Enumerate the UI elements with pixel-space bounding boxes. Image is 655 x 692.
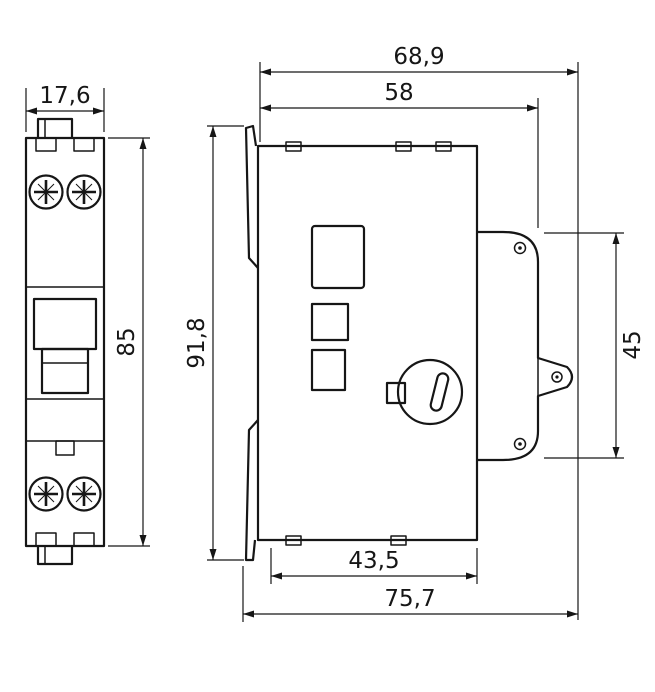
- side-faceplate-outline: [477, 230, 574, 462]
- fixing-ear-hole-bottom: [513, 437, 527, 451]
- adjustment-dial: [396, 358, 464, 426]
- marking-field-1: [310, 302, 350, 342]
- dial-side-tab: [385, 381, 407, 405]
- dim-overall-depth-lines: [242, 566, 578, 622]
- dim-label-base-depth: 43,5: [348, 548, 399, 574]
- din-clip-bottom: [244, 419, 259, 562]
- front-bottom-notch: [55, 440, 75, 456]
- dim-front-width: 17,6: [25, 83, 105, 132]
- dim-label-overall-depth: 75,7: [384, 586, 435, 612]
- dim-label-total-height: 91,8: [184, 317, 210, 368]
- dim-overall-depth: 75,7: [242, 566, 578, 622]
- dim-top-depth-lines: [259, 62, 579, 620]
- vent-notch-top-3: [435, 141, 452, 152]
- dim-top-depth: 68,9: [259, 44, 579, 620]
- dim-faceplate-height-lines: [544, 232, 624, 459]
- dim-total-height-lines: [207, 125, 244, 561]
- label-window: [310, 224, 366, 290]
- vent-notch-bottom-1: [285, 535, 302, 546]
- side-body-outline: [256, 144, 479, 542]
- dim-label-front-width: 17,6: [39, 83, 90, 109]
- side-view: [244, 124, 574, 562]
- dim-base-depth: 43,5: [270, 548, 478, 584]
- fixing-ear-hole-top-center: [518, 246, 522, 250]
- switch-lever: [40, 347, 90, 395]
- terminal-slot-bottom-right: [73, 532, 95, 547]
- dial-slot: [429, 372, 450, 412]
- terminal-slot-top-right: [73, 137, 95, 152]
- screw-top-left-icon: [28, 174, 64, 210]
- dim-label-front-height: 85: [114, 327, 140, 356]
- front-view: [24, 117, 106, 566]
- marking-field-2: [310, 348, 347, 392]
- fixing-ear-hole-bottom-center: [518, 442, 522, 446]
- dim-front-width-lines: [25, 88, 105, 132]
- front-bottom-tab: [36, 546, 74, 566]
- din-clip-top: [244, 124, 259, 269]
- screw-top-right-icon: [66, 174, 102, 210]
- front-top-tab: [36, 117, 74, 138]
- dim-total-height: 91,8: [184, 125, 244, 561]
- dim-label-faceplate-height: 45: [620, 330, 646, 359]
- dim-front-height: 85: [108, 137, 150, 547]
- vent-notch-top-2: [395, 141, 412, 152]
- din-clip-loop-hole: [551, 371, 563, 383]
- front-body-outline: [24, 136, 106, 548]
- terminal-slot-top-left: [35, 137, 57, 152]
- dim-label-body-depth: 58: [384, 80, 413, 106]
- dim-label-top-depth: 68,9: [393, 44, 444, 70]
- vent-notch-top-1: [285, 141, 302, 152]
- dim-base-depth-lines: [270, 548, 478, 584]
- din-clip-loop-hole-center: [555, 375, 559, 379]
- terminal-slot-bottom-left: [35, 532, 57, 547]
- screw-bottom-right-icon: [66, 476, 102, 512]
- screw-bottom-left-icon: [28, 476, 64, 512]
- dim-faceplate-height: 45: [544, 232, 646, 459]
- dim-body-depth: 58: [260, 80, 539, 228]
- fixing-ear-hole-top: [513, 241, 527, 255]
- dim-body-depth-lines: [260, 98, 539, 228]
- vent-notch-bottom-2: [390, 535, 407, 546]
- switch-recess: [32, 297, 98, 351]
